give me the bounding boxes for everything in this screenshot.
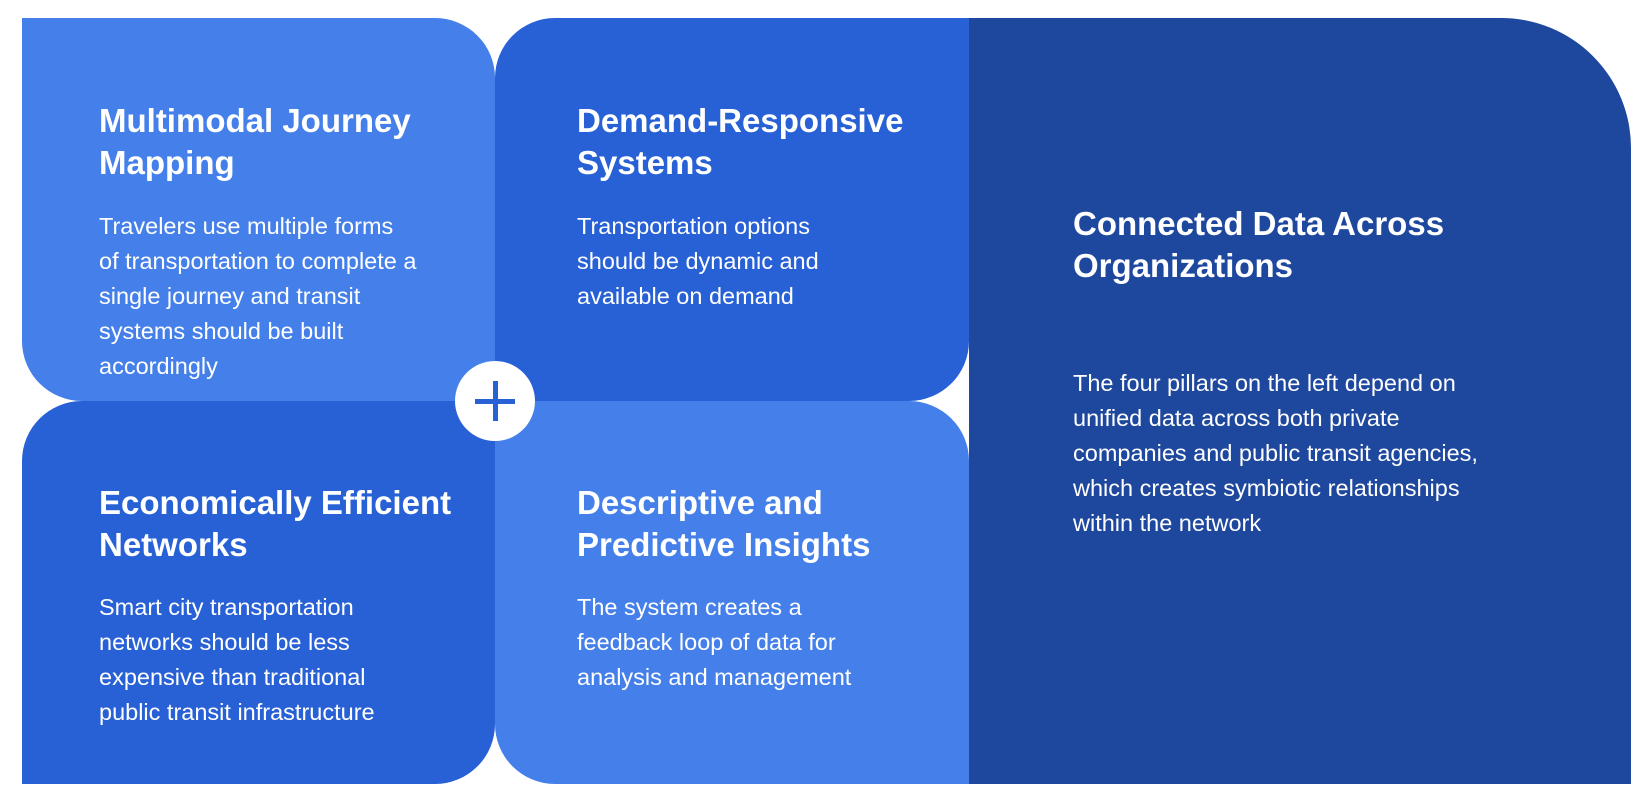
plus-icon-vertical-bar bbox=[493, 381, 498, 421]
tile-multimodal-journey-mapping: Multimodal Journey Mapping Travelers use… bbox=[22, 18, 495, 401]
tile-demand-responsive-systems: Demand-Responsive Systems Transportation… bbox=[495, 18, 969, 401]
tile-description: Transportation options should be dynamic… bbox=[577, 213, 819, 309]
tile-description: The system creates a feedback loop of da… bbox=[577, 594, 852, 690]
tile-descriptive-predictive-insights: Descriptive and Predictive Insights The … bbox=[495, 401, 969, 784]
tile-title: Demand-Responsive Systems bbox=[577, 102, 904, 181]
tile-title: Connected Data Across Organizations bbox=[1073, 205, 1445, 284]
tile-title: Economically Efficient Networks bbox=[99, 484, 452, 563]
plus-icon bbox=[455, 361, 535, 441]
tile-description: The four pillars on the left depend on u… bbox=[1073, 370, 1478, 536]
tile-title: Multimodal Journey Mapping bbox=[99, 102, 411, 181]
tile-connected-data-across-organizations: Connected Data Across Organizations The … bbox=[969, 18, 1631, 784]
tile-economically-efficient-networks: Economically Efficient Networks Smart ci… bbox=[22, 401, 495, 784]
tile-description: Travelers use multiple forms of transpor… bbox=[99, 213, 417, 379]
tile-description: Smart city transportation networks shoul… bbox=[99, 594, 375, 725]
tile-title: Descriptive and Predictive Insights bbox=[577, 484, 871, 563]
